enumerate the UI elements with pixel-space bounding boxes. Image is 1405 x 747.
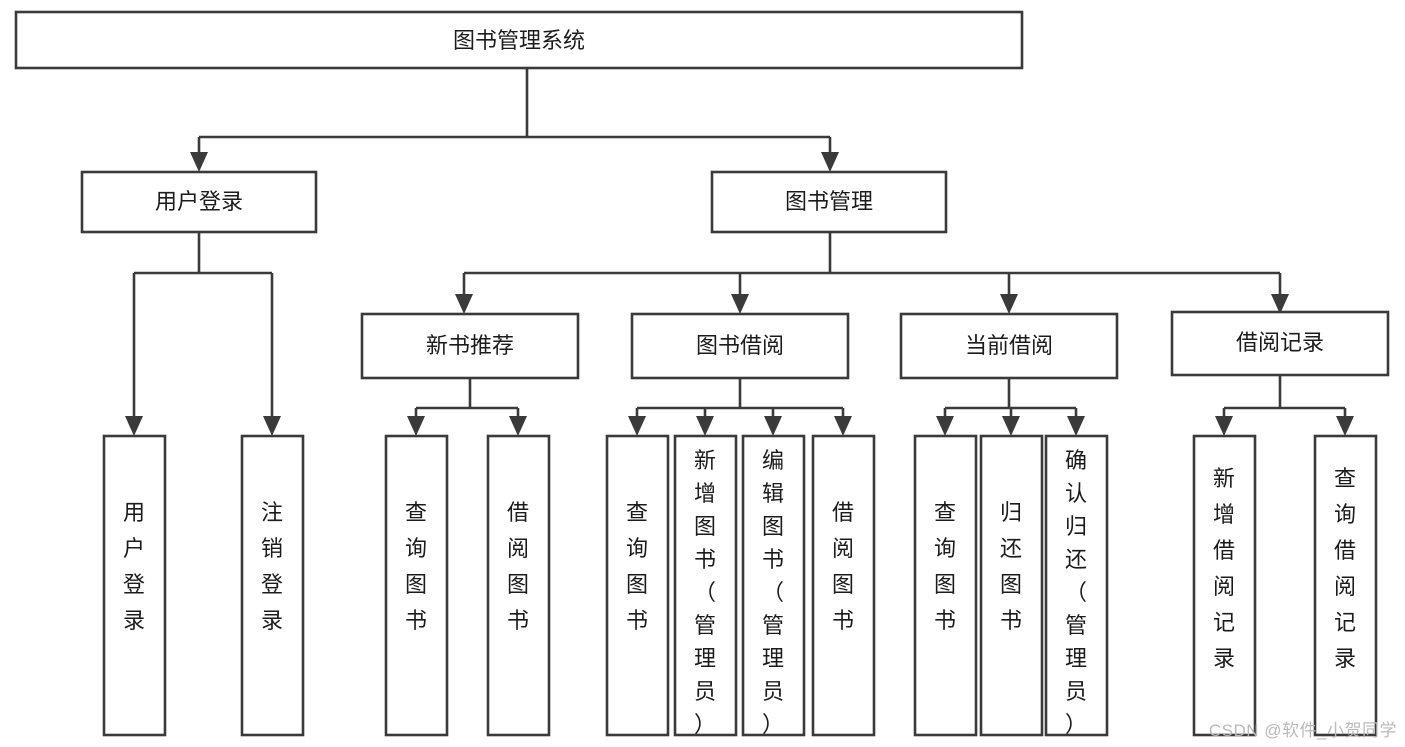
node-leaf-user-logout[interactable]: 注销登录 [240, 434, 305, 737]
node-book-manage-box[interactable] [710, 170, 948, 234]
node-book-borrow-box[interactable] [630, 312, 850, 380]
node-leaf-query-book-2-box[interactable] [605, 434, 670, 737]
node-leaf-user-login-label: 用户登录 [123, 500, 145, 633]
arrowhead-current-borrow [1000, 294, 1018, 314]
node-leaf-query-record-label: 查询借阅记录 [1334, 466, 1356, 671]
node-new-book-rec[interactable]: 新书推荐 [360, 312, 580, 380]
node-current-borrow-box[interactable] [899, 312, 1119, 380]
node-leaf-query-book-2[interactable]: 查询图书 [605, 434, 670, 737]
node-leaf-confirm-return[interactable]: 确认归还（管理员） [1044, 434, 1109, 737]
arrowhead-book-borrow [731, 294, 749, 314]
node-leaf-query-book-1-box[interactable] [384, 434, 449, 737]
node-leaf-query-book-1[interactable]: 查询图书 [384, 434, 449, 737]
node-leaf-add-book-label: 新增图书（管理员） [694, 448, 716, 737]
arrowhead-leaf-query-record [1336, 416, 1354, 436]
csdn-watermark: CSDN @软件_小贺同学 [1208, 721, 1397, 740]
node-book-borrow[interactable]: 图书借阅 [630, 312, 850, 380]
node-leaf-confirm-return-label: 确认归还（管理员） [1065, 448, 1087, 737]
node-leaf-add-record-label: 新增借阅记录 [1213, 466, 1235, 671]
node-borrow-record-box[interactable] [1170, 310, 1390, 377]
node-root-label: 图书管理系统 [453, 28, 585, 53]
arrowhead-leaf-return-book [1002, 416, 1020, 436]
node-leaf-query-record-box[interactable] [1313, 434, 1378, 737]
arrowhead-leaf-query-book-1 [407, 416, 425, 436]
connector-group [125, 68, 1354, 436]
node-leaf-query-book-3-box[interactable] [913, 434, 978, 737]
arrowhead-new-book-rec [455, 294, 473, 314]
node-book-manage-label: 图书管理 [785, 189, 873, 214]
arrowhead-leaf-confirm-return [1067, 416, 1085, 436]
arrowhead-user-login [190, 152, 208, 172]
node-leaf-borrow-book-2[interactable]: 借阅图书 [811, 434, 876, 737]
node-leaf-edit-book-label: 编辑图书（管理员） [762, 448, 784, 737]
node-current-borrow-label: 当前借阅 [965, 333, 1053, 358]
node-borrow-record-label: 借阅记录 [1236, 330, 1324, 355]
node-book-manage[interactable]: 图书管理 [710, 170, 948, 234]
node-leaf-user-login-box[interactable] [102, 434, 167, 737]
arrowhead-leaf-add-record [1215, 416, 1233, 436]
node-leaf-edit-book[interactable]: 编辑图书（管理员） [741, 434, 806, 737]
node-leaf-borrow-book-1-label: 借阅图书 [507, 500, 529, 633]
node-leaf-borrow-book-2-label: 借阅图书 [832, 500, 854, 633]
node-user-login-label: 用户登录 [155, 189, 243, 214]
node-leaf-confirm-return-box[interactable] [1044, 434, 1109, 737]
node-leaf-user-logout-label: 注销登录 [261, 500, 283, 633]
node-leaf-borrow-book-2-box[interactable] [811, 434, 876, 737]
node-leaf-query-book-3-label: 查询图书 [934, 500, 956, 633]
arrowhead-book-manage [821, 152, 839, 172]
arrowhead-leaf-user-login [125, 416, 143, 436]
node-user-login[interactable]: 用户登录 [80, 170, 318, 234]
node-new-book-rec-label: 新书推荐 [426, 333, 514, 358]
arrowhead-borrow-record [1271, 294, 1289, 314]
node-borrow-record[interactable]: 借阅记录 [1170, 310, 1390, 377]
node-leaf-return-book[interactable]: 归还图书 [979, 434, 1044, 737]
arrowhead-leaf-query-book-2 [628, 416, 646, 436]
node-root-box[interactable] [14, 10, 1024, 70]
arrowhead-leaf-borrow-book-1 [509, 416, 527, 436]
node-leaf-borrow-book-1[interactable]: 借阅图书 [486, 434, 551, 737]
node-leaf-add-record-box[interactable] [1192, 434, 1257, 737]
node-leaf-edit-book-box[interactable] [741, 434, 806, 737]
node-leaf-user-logout-box[interactable] [240, 434, 305, 737]
arrowhead-leaf-edit-book [764, 416, 782, 436]
node-leaf-borrow-book-1-box[interactable] [486, 434, 551, 737]
node-current-borrow[interactable]: 当前借阅 [899, 312, 1119, 380]
arrowhead-leaf-user-logout [263, 416, 281, 436]
node-leaf-add-record[interactable]: 新增借阅记录 [1192, 434, 1257, 737]
node-leaf-user-login[interactable]: 用户登录 [102, 434, 167, 737]
arrowhead-leaf-borrow-book-2 [834, 416, 852, 436]
node-leaf-query-book-1-label: 查询图书 [405, 500, 427, 633]
node-leaf-query-book-3[interactable]: 查询图书 [913, 434, 978, 737]
node-root[interactable]: 图书管理系统 [14, 10, 1024, 70]
arrowhead-leaf-query-book-3 [936, 416, 954, 436]
node-leaf-return-book-box[interactable] [979, 434, 1044, 737]
node-user-login-box[interactable] [80, 170, 318, 234]
arrowhead-leaf-add-book [696, 416, 714, 436]
node-leaf-add-book[interactable]: 新增图书（管理员） [673, 434, 738, 737]
node-leaf-query-book-2-label: 查询图书 [626, 500, 648, 633]
node-leaf-add-book-box[interactable] [673, 434, 738, 737]
node-leaf-return-book-label: 归还图书 [1000, 500, 1022, 633]
node-book-borrow-label: 图书借阅 [696, 333, 784, 358]
node-leaf-query-record[interactable]: 查询借阅记录 [1313, 434, 1378, 737]
node-new-book-rec-box[interactable] [360, 312, 580, 380]
